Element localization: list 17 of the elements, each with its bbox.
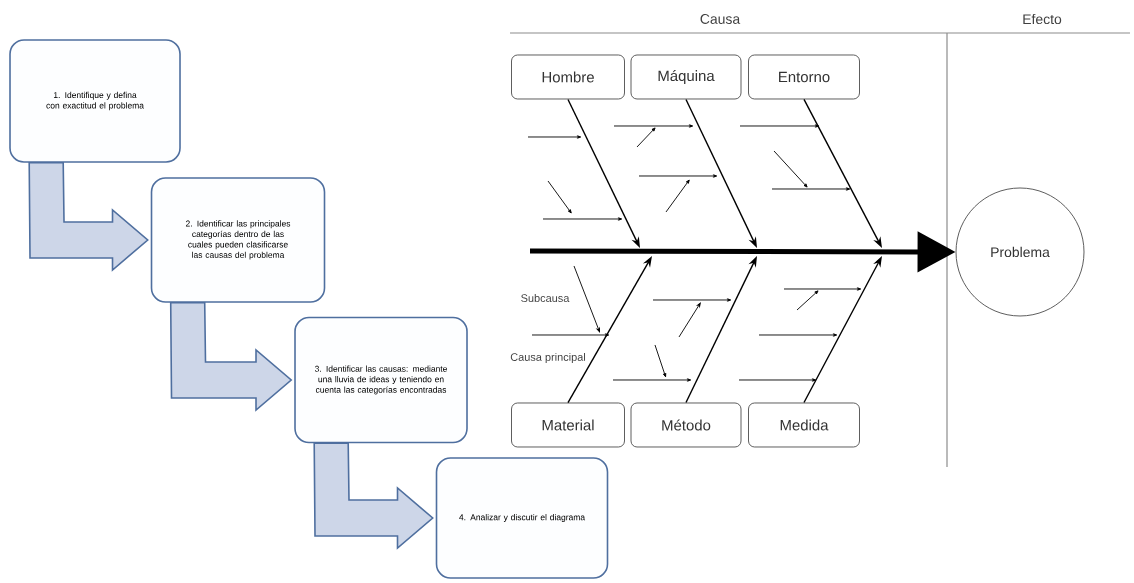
- category-box: Entorno: [748, 54, 860, 100]
- step-box: 2. Identificar las principales categorías dentro de las cuales pueden clasificarse las causas del problema: [150, 177, 326, 303]
- step-box: 3. Identificar las causas: mediante una lluvia de ideas y teniendo en cuenta las categorías encontradas: [294, 316, 468, 444]
- category-box: Medida: [748, 402, 860, 448]
- block-arrow: [28, 162, 149, 272]
- column-heading: Efecto: [1023, 13, 1062, 25]
- annotation-label: Subcausa: [521, 293, 570, 302]
- annotation-label: Causa principal: [510, 352, 585, 364]
- block-arrow: [169, 302, 293, 412]
- column-heading: Causa: [700, 14, 741, 24]
- category-box: Método: [630, 402, 742, 448]
- category-box: Material: [511, 402, 625, 448]
- category-box: Máquina: [630, 54, 742, 100]
- step-box: 1. Identifique y defina con exactitud el problema: [9, 39, 181, 163]
- step-box: 4. Analizar y discutir el diagrama: [435, 457, 609, 579]
- block-arrow: [313, 442, 434, 550]
- category-box: Hombre: [511, 54, 625, 100]
